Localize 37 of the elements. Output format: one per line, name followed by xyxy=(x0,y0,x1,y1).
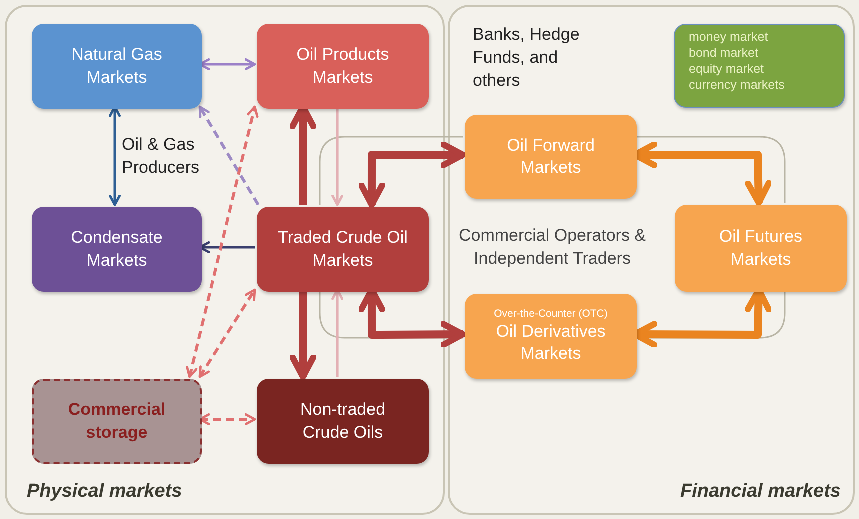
box-label: Oil Derivatives Markets xyxy=(495,321,607,366)
box-label: Oil Forward Markets xyxy=(506,134,596,179)
box-label: money market xyxy=(689,29,768,45)
box-label: Non-traded Crude Oils xyxy=(299,399,387,444)
arrow xyxy=(198,288,256,378)
box-label: Oil Products Markets xyxy=(296,44,390,88)
panel-title: Physical markets xyxy=(27,481,182,503)
box-label: bond market xyxy=(689,45,758,61)
box-label: Oil Futures Markets xyxy=(718,226,804,270)
market-box xyxy=(675,205,847,292)
box-label: Commercial storage xyxy=(67,399,167,444)
region-panel xyxy=(5,5,445,515)
market-box xyxy=(32,207,202,292)
arrow xyxy=(290,290,317,380)
market-box xyxy=(32,379,202,464)
box-subtitle: Over-the-Counter (OTC) xyxy=(494,308,608,322)
box-label: currency markets xyxy=(689,77,785,93)
group-label: Commercial Operators & Independent Traders xyxy=(458,225,648,270)
market-box xyxy=(257,379,429,464)
market-box xyxy=(32,24,202,109)
box-label: Condensate Markets xyxy=(70,227,164,272)
group-label: Oil & Gas Producers xyxy=(122,134,200,179)
panel-title: Financial markets xyxy=(680,481,841,503)
arrow xyxy=(186,106,259,378)
group-label: Banks, Hedge Funds, and others xyxy=(473,24,581,92)
market-box xyxy=(257,24,429,109)
market-box xyxy=(257,207,429,292)
region-panel xyxy=(448,5,855,515)
market-box xyxy=(465,294,637,379)
arrow xyxy=(198,106,260,206)
market-box xyxy=(465,115,637,199)
arrow xyxy=(332,107,344,206)
market-box xyxy=(674,24,845,108)
box-label: Traded Crude Oil Markets xyxy=(277,227,409,272)
box-label: equity market xyxy=(689,61,764,77)
box-label: Natural Gas Markets xyxy=(70,44,164,88)
arrow xyxy=(358,141,466,208)
